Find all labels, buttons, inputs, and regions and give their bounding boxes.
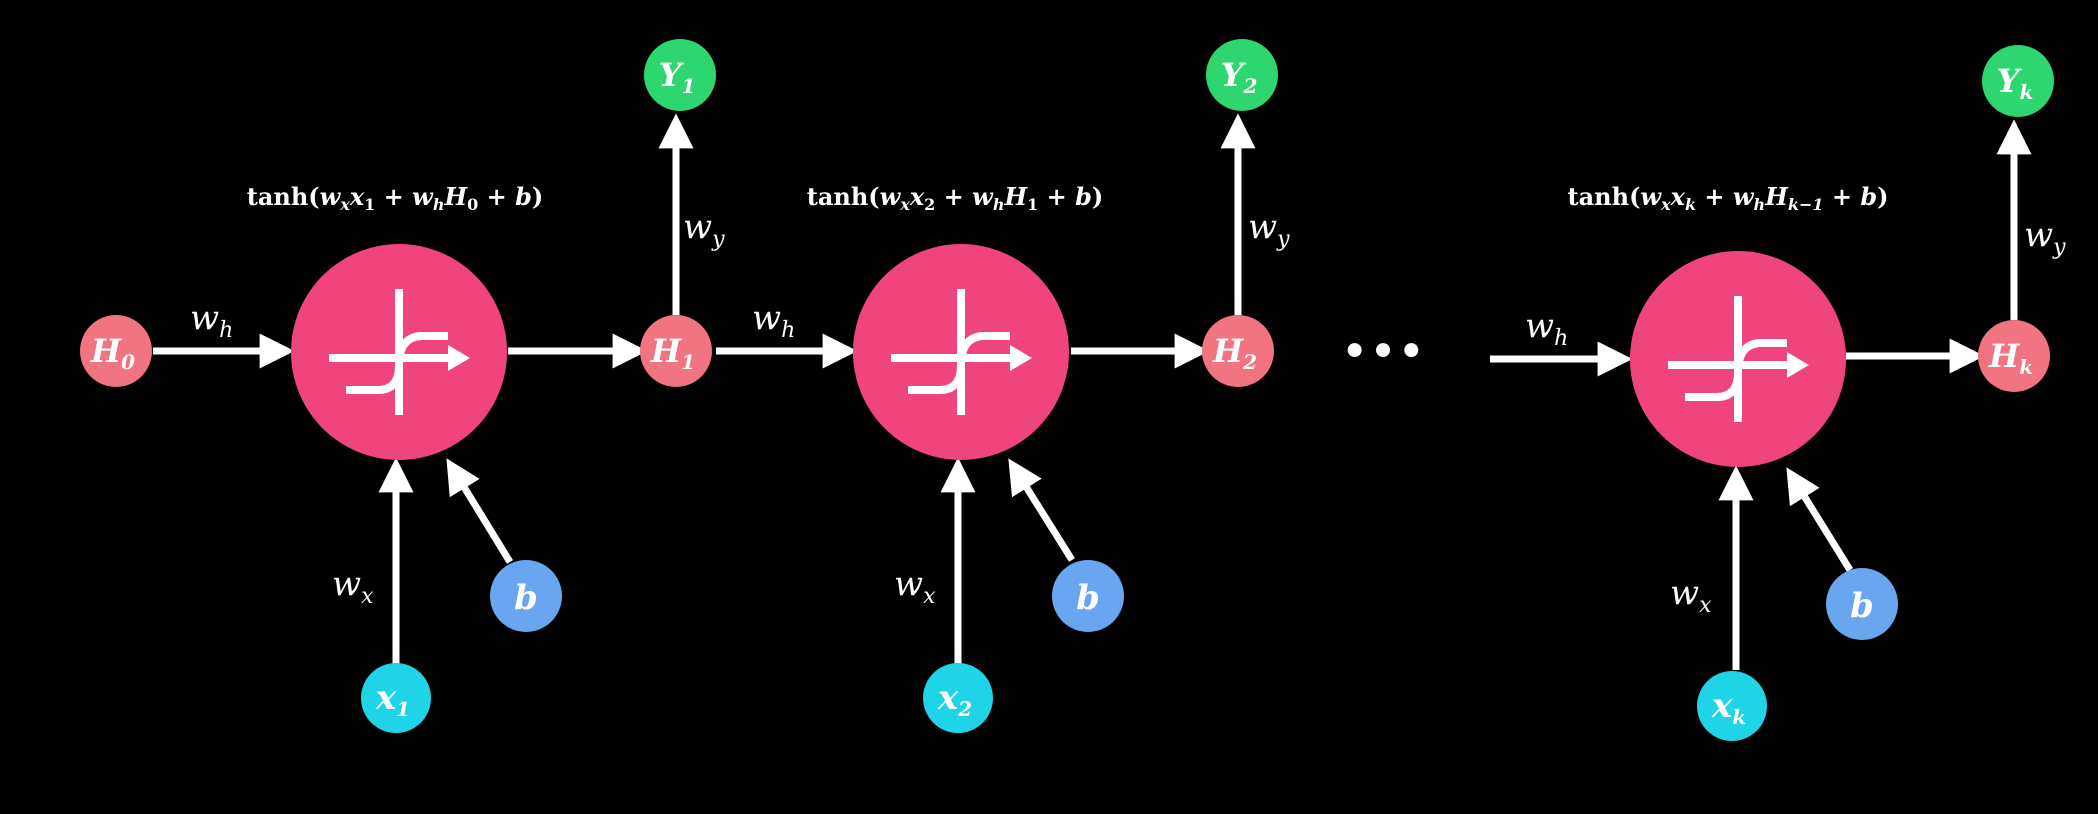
tanh-icon — [891, 289, 1032, 415]
weight-label-wx: wx — [894, 564, 936, 609]
rnn-cell-2: tanh(wxx2 + whH1 + b) wh wy wx H2 Y2 x2 … — [716, 39, 1290, 733]
node-bias — [1826, 568, 1898, 640]
node-bias — [490, 560, 562, 632]
weight-label-wy: wy — [1248, 207, 1290, 252]
weight-label-wx: wx — [1670, 573, 1712, 618]
node-xk — [1697, 671, 1767, 741]
node-h2 — [1202, 315, 1274, 387]
ellipsis: ••• — [1341, 324, 1426, 380]
node-h1 — [640, 315, 712, 387]
node-y2-label: Y2 — [1221, 56, 1258, 98]
node-h2-label: H2 — [1212, 332, 1257, 374]
node-hk-label: Hk — [1988, 337, 2033, 379]
node-bias-label: b — [1850, 586, 1874, 626]
rnn-cell-1: tanh(wxx1 + whH0 + b) wh wy wx H0 H1 Y1 … — [80, 39, 725, 733]
arrow-b-to-cell — [446, 458, 513, 564]
node-x2 — [923, 663, 993, 733]
rnn-cell-k: tanh(wxxk + whHk−1 + b) wh wy wx Hk Yk x… — [1490, 45, 2066, 741]
cell-formula: tanh(wxxk + whHk−1 + b) — [1568, 182, 1889, 214]
node-bias — [1052, 560, 1124, 632]
cell-formula: tanh(wxx1 + whH0 + b) — [247, 182, 544, 214]
node-xk-label: xk — [1711, 686, 1746, 729]
node-h1-label: H1 — [650, 332, 695, 374]
node-h0 — [80, 315, 152, 387]
node-y1-label: Y1 — [659, 56, 696, 98]
node-yk — [1982, 45, 2054, 117]
weight-label-wx: wx — [332, 564, 374, 609]
node-x2-label: x2 — [937, 678, 972, 721]
node-bias-label: b — [1076, 578, 1100, 618]
tanh-icon — [1668, 296, 1809, 422]
weight-label-wh: wh — [1525, 306, 1568, 351]
weight-label-wh: wh — [190, 298, 233, 343]
node-yk-label: Yk — [1997, 62, 2034, 104]
arrow-b-to-cell — [1786, 467, 1853, 572]
node-y1 — [644, 39, 716, 111]
node-x1 — [361, 663, 431, 733]
weight-label-wy: wy — [683, 207, 725, 252]
node-hk — [1978, 320, 2050, 392]
node-bias-label: b — [514, 578, 538, 618]
node-x1-label: x1 — [375, 678, 410, 721]
arrow-b-to-cell — [1008, 458, 1075, 562]
cell-formula: tanh(wxx2 + whH1 + b) — [807, 182, 1104, 214]
weight-label-wy: wy — [2024, 215, 2066, 260]
tanh-icon — [329, 289, 470, 415]
node-y2 — [1206, 39, 1278, 111]
node-h0-label: H0 — [90, 332, 135, 374]
weight-label-wh: wh — [752, 298, 795, 343]
